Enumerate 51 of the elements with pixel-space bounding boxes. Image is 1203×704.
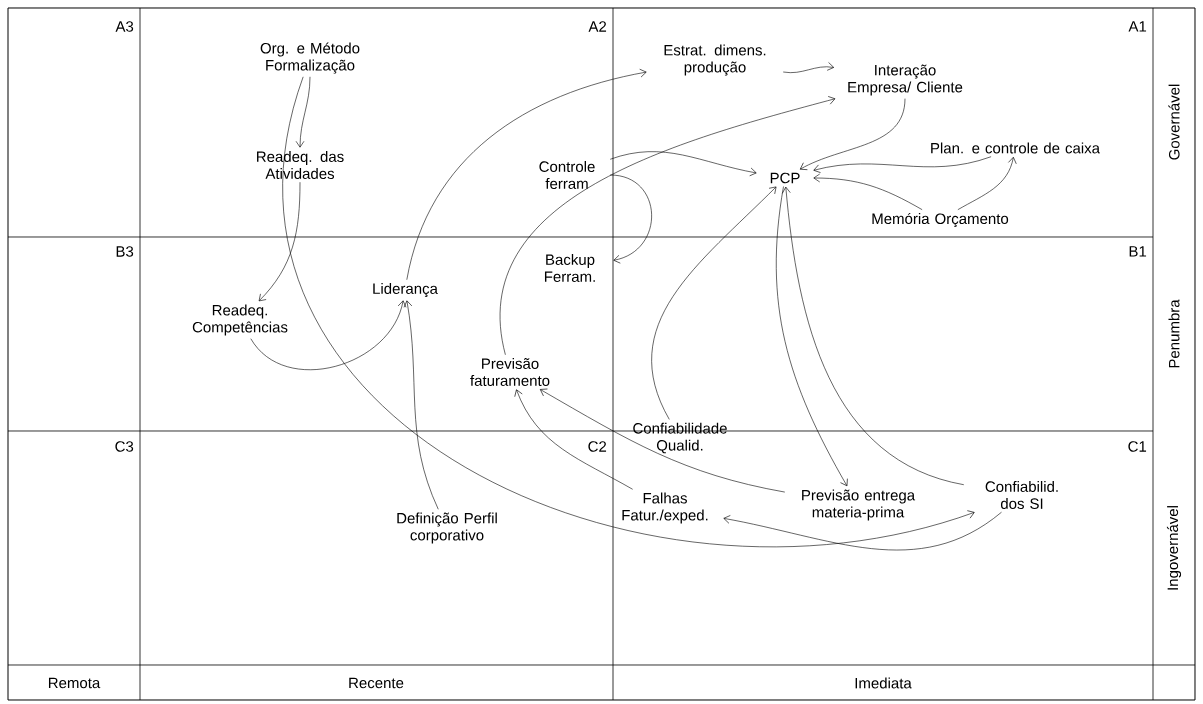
axis-label: Imediata	[855, 677, 912, 689]
arrow	[406, 68, 647, 281]
factor-label: Confiabilidade Qualid.	[633, 422, 727, 454]
cell-label: B3	[116, 246, 134, 257]
axis-label: Penumbra	[1168, 299, 1180, 368]
arrow	[813, 173, 923, 210]
arrow	[403, 300, 439, 510]
factor-label: Definição Perfil corporativo	[397, 512, 497, 544]
factor-label: Interação Empresa/ Cliente	[848, 64, 963, 96]
arrow	[514, 389, 633, 490]
arrow	[609, 151, 757, 177]
arrow	[782, 186, 965, 486]
axis-label: Governável	[1168, 84, 1180, 160]
factor-label: Readeq. das Atividades	[257, 151, 344, 179]
arrow	[957, 156, 1017, 210]
cell-label: C2	[588, 441, 607, 452]
factor-label: Previsão faturamento	[470, 358, 550, 386]
arrow	[813, 156, 992, 173]
cell-label: A3	[115, 21, 134, 32]
arrow	[651, 186, 777, 420]
arrow	[283, 76, 975, 547]
arrow	[250, 300, 407, 370]
axis-label: Ingovernável	[1166, 506, 1182, 590]
arrow	[609, 174, 652, 264]
factor-label: Estrat. dimens. produção	[664, 44, 766, 76]
axis-label: Remota	[48, 677, 101, 689]
factor-label: Backup Ferram.	[545, 254, 595, 282]
arrow	[499, 96, 836, 356]
factor-label: PCP	[770, 172, 800, 184]
cell-label: A2	[588, 21, 607, 32]
factor-label: Controle ferram	[539, 161, 595, 189]
cell-label: C1	[1128, 441, 1147, 452]
arrow	[775, 186, 848, 487]
factor-label: Previsão entrega materia-prima	[802, 489, 916, 521]
factor-label: Confiabilid. dos SI	[985, 481, 1058, 509]
factor-label: Readeq. Competências	[192, 304, 288, 336]
factor-label: Memória Orçamento	[872, 212, 1009, 228]
arrow	[258, 181, 301, 302]
arrow	[539, 388, 786, 493]
arrow	[723, 511, 1002, 551]
arrow	[782, 62, 835, 73]
cell-label: C3	[115, 441, 134, 452]
axis-label: Recente	[349, 677, 404, 689]
factor-label: Falhas Fatur./exped.	[622, 492, 708, 524]
arrow	[799, 98, 906, 170]
cell-label: A1	[1128, 21, 1147, 32]
arrow	[295, 76, 311, 148]
factor-label: Liderança	[373, 282, 438, 297]
factor-label: Plan. e controle de caixa	[931, 142, 1100, 154]
factor-label: Org. e Método Formalização	[260, 42, 360, 74]
cell-label: B1	[1129, 246, 1147, 257]
